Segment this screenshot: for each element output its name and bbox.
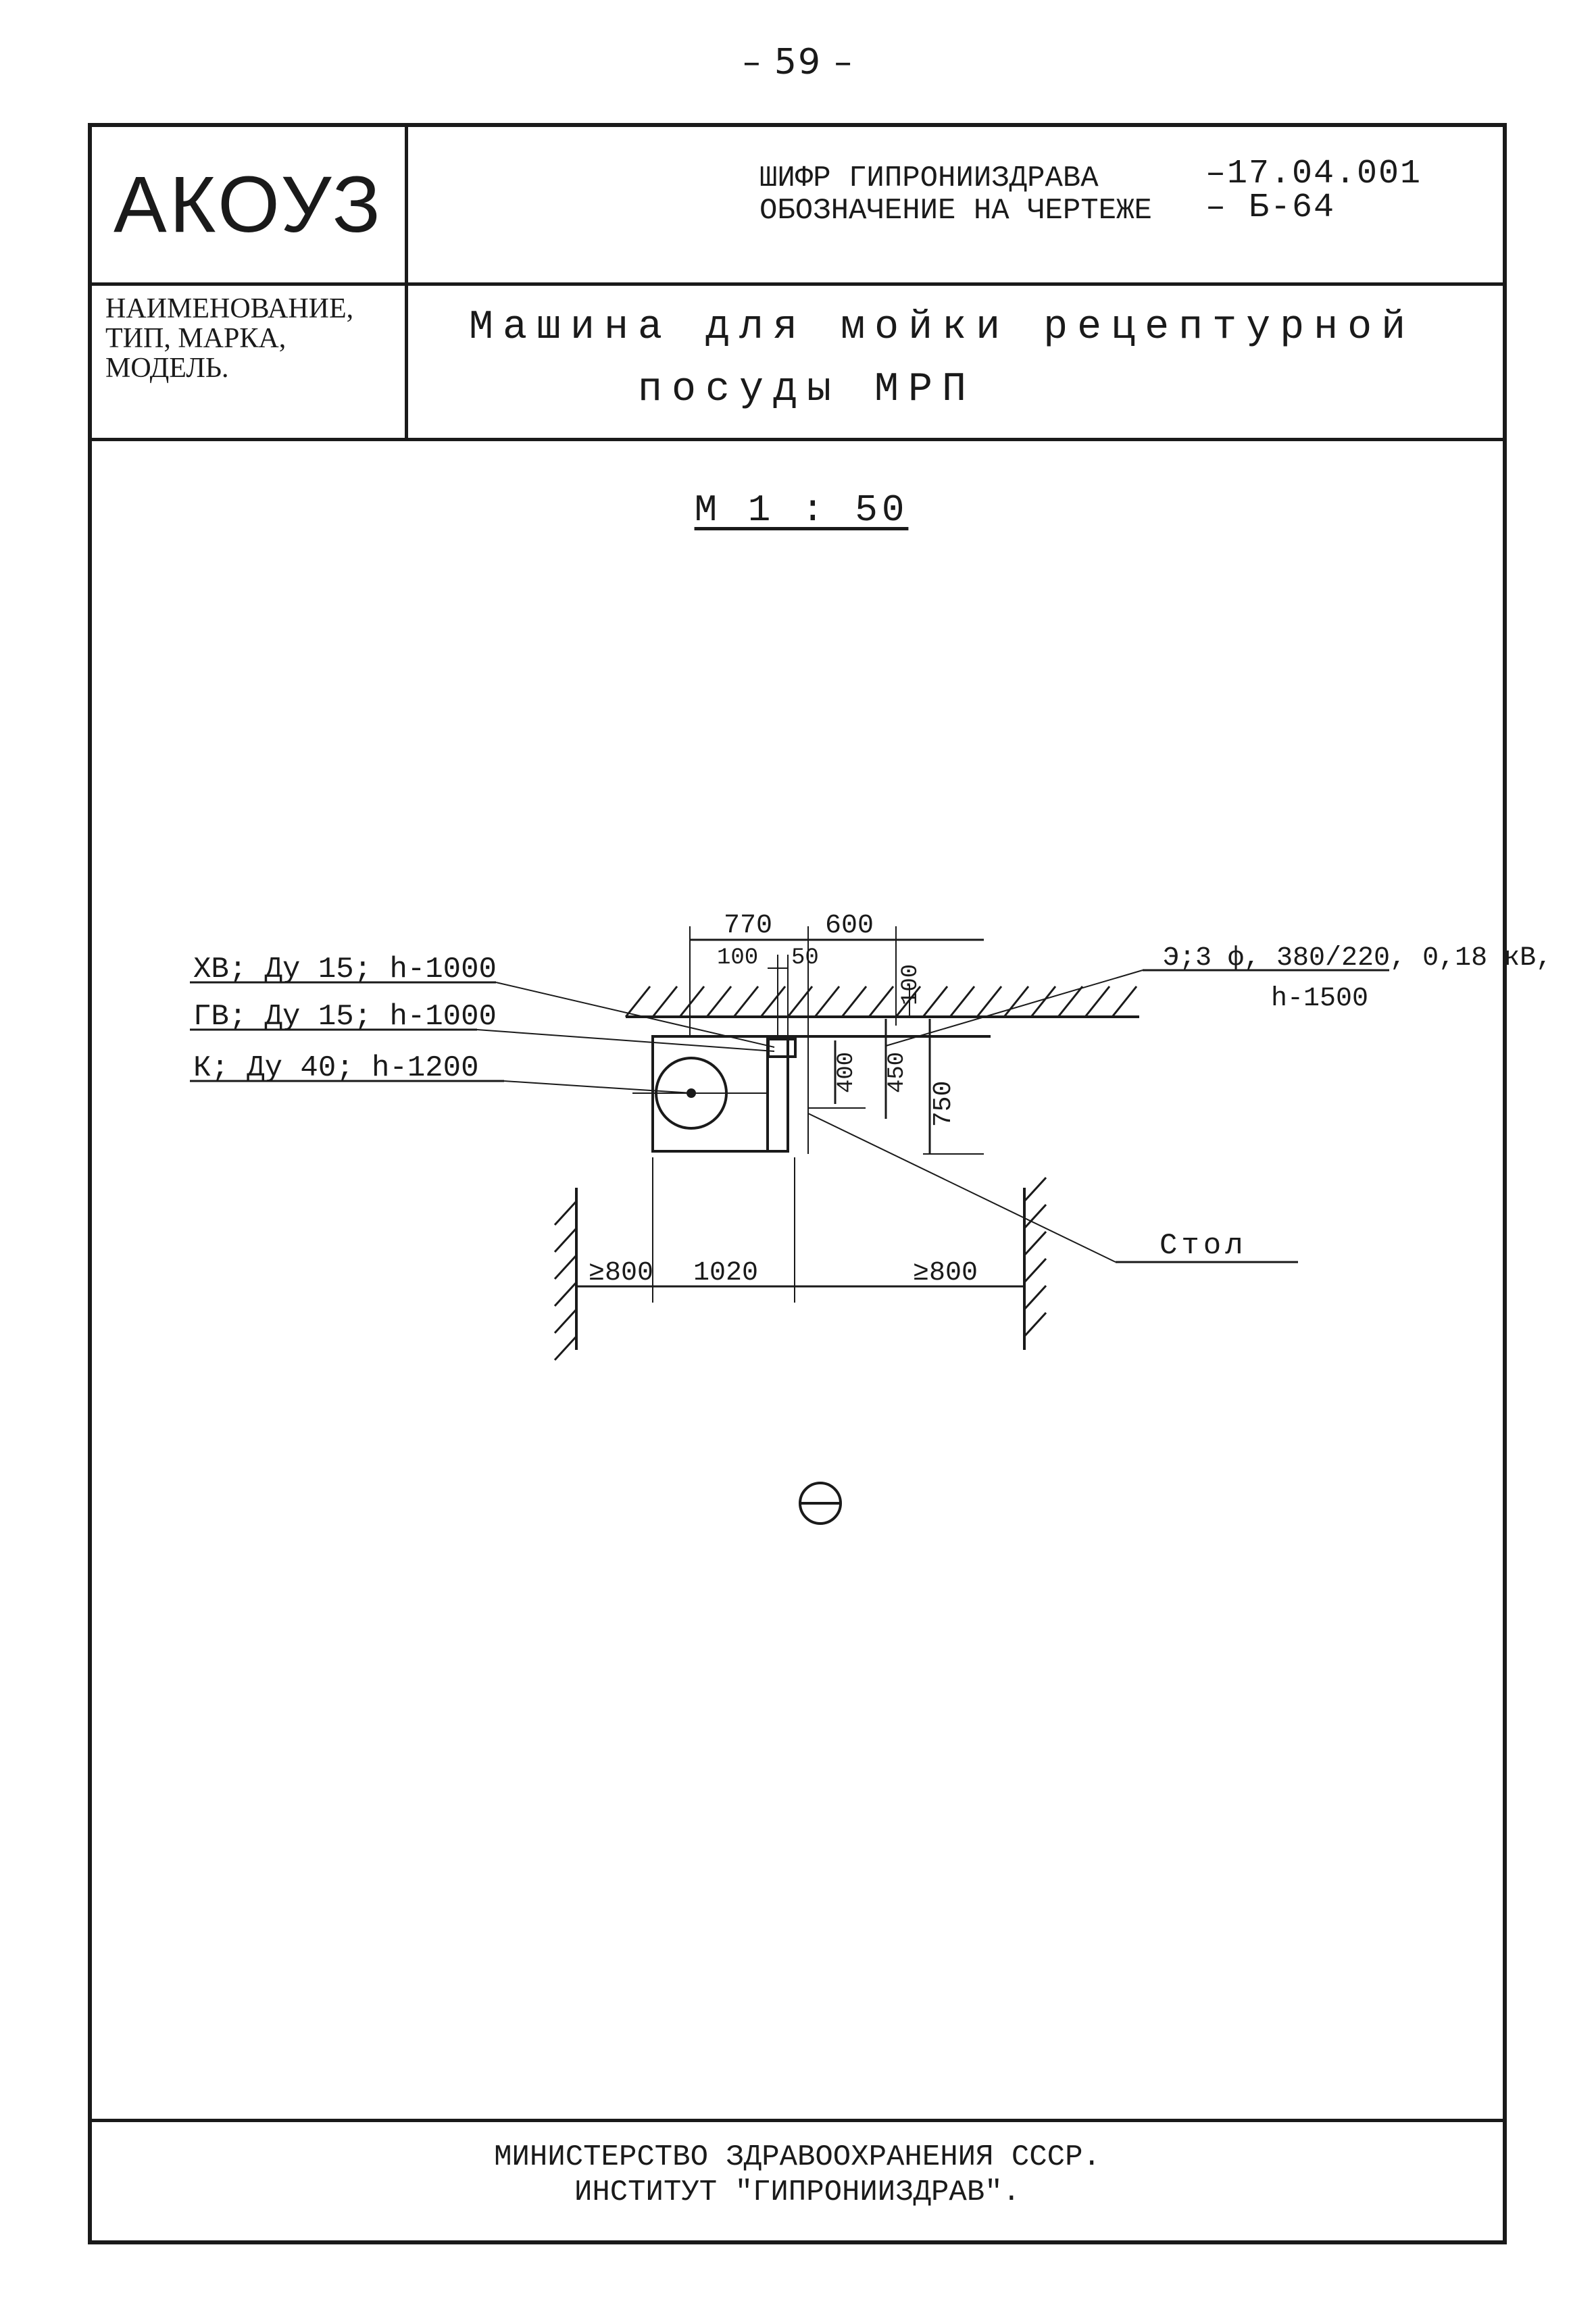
dim-400: 400 — [834, 1052, 859, 1093]
dim-770: 770 — [724, 911, 772, 941]
dim-100-left: 100 — [717, 945, 758, 971]
footer-line-2: ИНСТИТУТ "ГИПРОНИИЗДРАВ". — [574, 2175, 1021, 2209]
dim-1020: 1020 — [693, 1258, 758, 1288]
scale-label: М 1 : 50 — [694, 488, 909, 532]
dim-450: 450 — [884, 1052, 910, 1093]
page-number: – 59 – — [743, 42, 853, 82]
stamp-circle — [799, 1482, 842, 1525]
label-electric: Э;3 ф, 380/220, 0,18 кВ, — [1163, 943, 1552, 974]
name-label: НАИМЕНОВАНИЕ, ТИП, МАРКА, МОДЕЛЬ. — [92, 286, 408, 441]
drawing-value: – Б-64 — [1205, 188, 1336, 227]
label-table: Стол — [1159, 1229, 1247, 1263]
code-value: –17.04.001 — [1205, 155, 1422, 193]
label-sewer: К; Ду 40; h-1200 — [193, 1051, 478, 1085]
dim-600: 600 — [825, 911, 874, 941]
connection-box — [767, 1038, 797, 1058]
footer: МИНИСТЕРСТВО ЗДРАВООХРАНЕНИЯ СССР. ИНСТИ… — [92, 2119, 1503, 2240]
dim-clear-right: ≥800 — [913, 1258, 978, 1288]
name-label-line: НАИМЕНОВАНИЕ, — [105, 293, 354, 324]
product-name-line-1: Машина для мойки рецептурной — [469, 305, 1416, 351]
name-label-line: МОДЕЛЬ. — [105, 353, 229, 384]
logo: АКОУЗ — [92, 127, 408, 286]
label-cold-water: ХВ; Ду 15; h-1000 — [193, 953, 497, 986]
product-name: Машина для мойки рецептурной посуды МРП — [408, 286, 1503, 441]
wall-hatch — [624, 986, 1138, 1017]
table-outline — [766, 1035, 789, 1153]
code-label: ШИФР ГИПРОНИИЗДРАВА — [759, 161, 1099, 195]
name-label-line: ТИП, МАРКА, — [105, 323, 286, 354]
drawing-sheet: АКОУЗ ШИФР ГИПРОНИИЗДРАВА –17.04.001 ОБО… — [88, 123, 1552, 2244]
drawing-label: ОБОЗНАЧЕНИЕ НА ЧЕРТЕЖЕ — [759, 194, 1152, 228]
code-block: ШИФР ГИПРОНИИЗДРАВА –17.04.001 ОБОЗНАЧЕН… — [408, 127, 1503, 286]
label-electric-height: h-1500 — [1271, 984, 1368, 1014]
dim-clear-left: ≥800 — [589, 1258, 653, 1288]
label-hot-water: ГВ; Ду 15; h-1000 — [193, 1000, 497, 1034]
dim-750: 750 — [929, 1081, 958, 1127]
installation-plan: ХВ; Ду 15; h-1000 ГВ; Ду 15; h-1000 К; Д… — [190, 911, 1552, 1525]
product-name-line-2: посуды МРП — [638, 367, 976, 413]
dim-50: 50 — [791, 945, 819, 971]
footer-line-1: МИНИСТЕРСТВО ЗДРАВООХРАНЕНИЯ СССР. — [494, 2140, 1101, 2174]
dim-100-right: 100 — [898, 964, 924, 1005]
